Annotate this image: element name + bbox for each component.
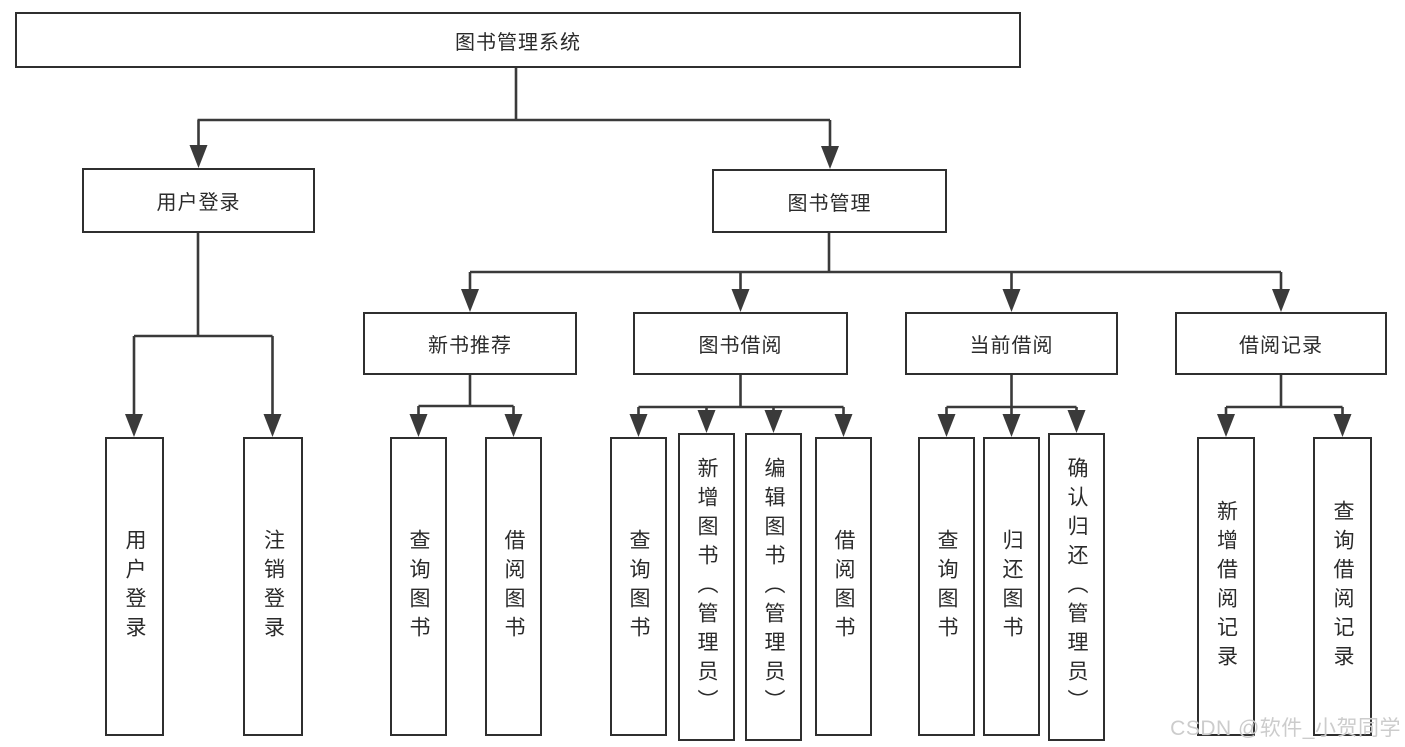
node-label: 归还图书: [1000, 528, 1023, 645]
node-label: 查询图书: [935, 528, 958, 645]
node-label: 查询图书: [627, 528, 650, 645]
node-label: 借阅图书: [502, 528, 525, 645]
node-label: 当前借阅: [969, 335, 1054, 357]
node-label: 借阅图书: [832, 528, 855, 645]
node-label: 新增借阅记录: [1214, 499, 1238, 674]
leaf-add-books-admin: 新增图书（管理员）: [678, 433, 735, 741]
leaf-query-books-2: 查询图书: [610, 437, 667, 736]
node-label: 用户登录: [123, 528, 146, 645]
node-label: 借阅记录: [1239, 335, 1323, 357]
node-borrowing-records: 借阅记录: [1175, 312, 1387, 375]
leaf-logout: 注销登录: [243, 437, 303, 736]
node-user-login-group: 用户登录: [82, 168, 315, 233]
node-root-library-system: 图书管理系统: [15, 12, 1021, 68]
node-label: 新书推荐: [428, 335, 512, 357]
leaf-add-borrow-record: 新增借阅记录: [1197, 437, 1255, 736]
leaf-edit-books-admin: 编辑图书（管理员）: [745, 433, 802, 741]
leaf-borrow-books-1: 借阅图书: [485, 437, 542, 736]
leaf-return-books: 归还图书: [983, 437, 1040, 736]
node-label: 用户登录: [156, 192, 241, 214]
node-label: 图书管理系统: [455, 31, 581, 54]
node-book-borrowing: 图书借阅: [633, 312, 848, 375]
node-label: 查询图书: [407, 528, 430, 645]
leaf-query-borrow-record: 查询借阅记录: [1313, 437, 1372, 736]
node-current-borrowing: 当前借阅: [905, 312, 1118, 375]
leaf-confirm-return-admin: 确认归还（管理员）: [1048, 433, 1105, 741]
node-label: 图书管理: [787, 192, 872, 215]
leaf-borrow-books-2: 借阅图书: [815, 437, 872, 736]
node-book-management-group: 图书管理: [712, 169, 947, 233]
node-label: 查询借阅记录: [1331, 499, 1354, 674]
leaf-query-books-3: 查询图书: [918, 437, 975, 736]
leaf-user-login: 用户登录: [105, 437, 164, 736]
node-label: 编辑图书（管理员）: [762, 456, 785, 718]
csdn-watermark: CSDN @软件_小贺同学: [1170, 717, 1401, 740]
node-new-book-recommend: 新书推荐: [363, 312, 577, 375]
node-label: 确认归还（管理员）: [1065, 456, 1088, 718]
node-label: 新增图书（管理员）: [695, 456, 718, 718]
leaf-query-books-1: 查询图书: [390, 437, 447, 736]
node-label: 图书借阅: [698, 335, 783, 357]
node-label: 注销登录: [261, 528, 285, 645]
